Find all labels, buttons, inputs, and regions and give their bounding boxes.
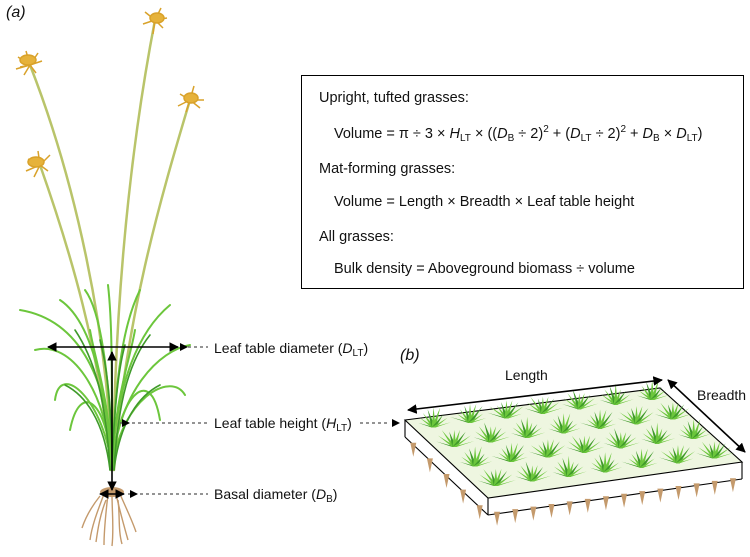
mat-root bbox=[460, 489, 467, 504]
mat-root bbox=[639, 491, 646, 506]
mat-root bbox=[566, 501, 573, 516]
mat-root bbox=[584, 498, 591, 513]
mat-root bbox=[410, 442, 417, 457]
grass-clump bbox=[603, 428, 640, 449]
mat-heading: Mat-forming grasses: bbox=[319, 161, 456, 177]
grass-clump bbox=[473, 422, 510, 443]
mat-root bbox=[657, 488, 664, 503]
leader-arrowhead-b bbox=[392, 419, 400, 427]
grass-clump bbox=[566, 435, 605, 453]
grass-clump bbox=[528, 439, 566, 458]
measurement-arrows-b bbox=[407, 376, 746, 453]
panel-label-b: (b) bbox=[400, 347, 420, 364]
upright-volume-equation: Volume = π ÷ 3 × HLT × ((DB ÷ 2)2 + (DLT… bbox=[334, 124, 703, 144]
mat-box bbox=[403, 387, 744, 516]
mat-root bbox=[512, 509, 519, 524]
grass-clump bbox=[548, 413, 581, 434]
mat-root bbox=[693, 483, 700, 498]
mat-volume-equation: Volume = Length × Breadth × Leaf table h… bbox=[334, 194, 635, 210]
grass-clump bbox=[621, 448, 658, 468]
mat-root bbox=[675, 486, 682, 500]
leaf-table-diameter-label: Leaf table diameter (DLT) bbox=[214, 340, 369, 359]
mat-root bbox=[729, 478, 736, 493]
grass-clump bbox=[552, 455, 587, 477]
mat-root bbox=[602, 496, 609, 511]
mat-root bbox=[443, 474, 450, 488]
mat-root bbox=[476, 505, 483, 520]
mat-root bbox=[494, 511, 501, 526]
mat-root bbox=[530, 506, 537, 521]
grass-clump bbox=[491, 442, 528, 462]
length-arrow bbox=[407, 376, 663, 414]
breadth-label: Breadth bbox=[697, 387, 747, 403]
roots bbox=[81, 493, 137, 547]
mat-roots bbox=[410, 442, 736, 526]
leader-lines-a bbox=[120, 346, 208, 495]
grass-clump bbox=[459, 446, 493, 467]
mat-root bbox=[426, 458, 433, 473]
length-label: Length bbox=[505, 367, 548, 383]
panel-label-a: (a) bbox=[6, 4, 26, 21]
measurement-arrows-a bbox=[47, 342, 179, 499]
seed-heads bbox=[15, 7, 204, 178]
grass-clump bbox=[515, 461, 552, 482]
grass-clump bbox=[477, 468, 516, 486]
all-grasses-heading: All grasses: bbox=[319, 229, 394, 245]
basal-diameter-label: Basal diameter (DB) bbox=[214, 486, 338, 505]
grass-clump bbox=[436, 429, 475, 447]
tufted-grass-illustration bbox=[15, 7, 204, 547]
mat-root bbox=[548, 504, 555, 518]
grass-clump bbox=[579, 409, 617, 429]
upright-heading: Upright, tufted grasses: bbox=[319, 90, 469, 106]
breadth-arrow bbox=[667, 379, 746, 453]
grass-clump bbox=[589, 452, 623, 473]
mat-root bbox=[711, 480, 718, 495]
mat-root bbox=[621, 493, 628, 508]
formula-box: Upright, tufted grasses: Volume = π ÷ 3 … bbox=[301, 75, 744, 289]
leaf-table-height-label: Leaf table height (HLT) bbox=[214, 415, 352, 434]
leader-arrowheads-a bbox=[122, 343, 188, 498]
bulk-density-equation: Bulk density = Aboveground biomass ÷ vol… bbox=[334, 261, 635, 277]
grass-clump bbox=[510, 416, 546, 438]
grass-clump bbox=[418, 407, 451, 428]
